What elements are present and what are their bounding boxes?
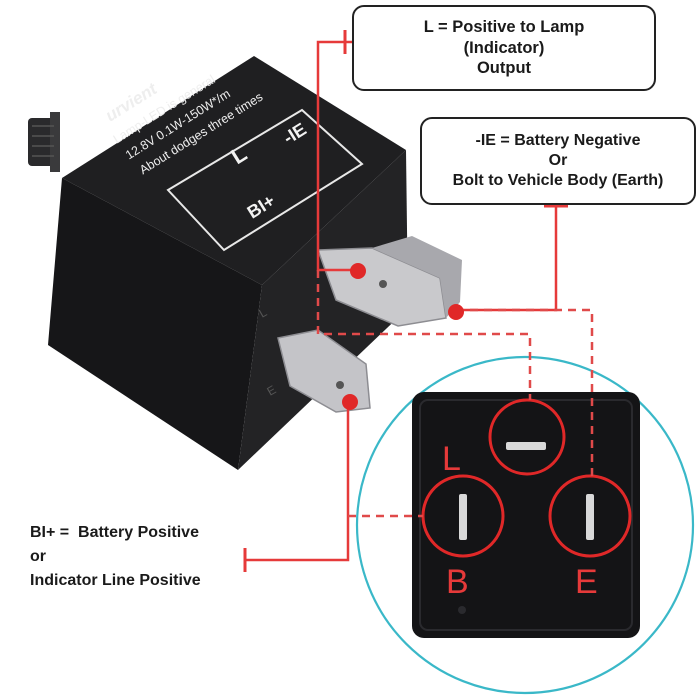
callout-lamp-line-3: Output	[476, 59, 532, 78]
callout-earth-line-2: Or	[548, 152, 568, 169]
relay-side-face	[238, 150, 408, 470]
callout-earth-line-1: -IE = Battery Negative	[475, 132, 641, 149]
terminal-bi-hole	[336, 381, 344, 389]
knob-collar	[50, 112, 60, 172]
wire-battery	[245, 402, 350, 562]
socket-label-b: B	[446, 563, 469, 601]
terminal-l-dot	[350, 263, 366, 279]
callout-battery-negative: -IE = Battery Negative Or Bolt to Vehicl…	[420, 117, 696, 205]
wire-lamp	[316, 40, 358, 272]
socket-label-l: L	[442, 440, 461, 478]
socket-slot-l	[506, 442, 546, 450]
relay-top-face	[62, 56, 406, 285]
callout-lamp-line-1: L = Positive to Lamp	[423, 18, 585, 37]
terminal-ie-blade	[372, 236, 462, 318]
label-battery-positive: BI+ = Battery Positive or Indicator Line…	[30, 521, 201, 593]
wire-earth	[456, 205, 558, 312]
socket-slot-e	[586, 494, 594, 540]
pin-circle-l	[488, 398, 566, 476]
socket-dot	[458, 606, 466, 614]
label-bi-line-2: or	[30, 548, 46, 565]
relay-front-face	[48, 178, 262, 470]
callout-earth-line-3: Bolt to Vehicle Body (Earth)	[452, 172, 664, 189]
dashed-wires	[316, 270, 594, 518]
label-bi-line-3: Indicator Line Positive	[30, 572, 201, 589]
callout-lamp-line-2: (Indicator)	[463, 38, 545, 57]
socket-slot-b	[459, 494, 467, 540]
relay-label-frame	[166, 108, 364, 252]
dashed-wire-e	[456, 308, 594, 476]
callout-lamp-output: L = Positive to Lamp (Indicator) Output	[352, 5, 656, 91]
terminal-l-hole	[379, 280, 387, 288]
relay-terminals	[277, 236, 462, 413]
socket-label-e: E	[575, 563, 598, 601]
pin-circle-e	[548, 474, 632, 558]
relay-body	[28, 56, 408, 470]
terminal-ie-dot	[448, 304, 464, 320]
socket-face	[412, 392, 640, 638]
label-bi-line-1: BI+ = Battery Positive	[30, 524, 199, 541]
dashed-wire-l	[316, 270, 532, 400]
terminal-bi-dot	[342, 394, 358, 410]
